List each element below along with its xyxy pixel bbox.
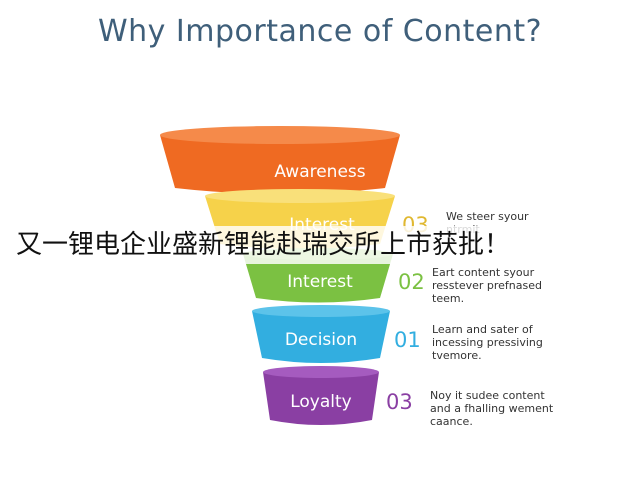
funnel-label-interest: Interest — [287, 272, 353, 292]
overlay-banner — [0, 226, 640, 264]
funnel-level-loyalty: Loyalty — [263, 366, 379, 425]
funnel-segment-top-decision — [252, 305, 390, 317]
description-line: resstever prefnased — [432, 279, 542, 292]
funnel-level-decision: Decision — [252, 305, 390, 363]
overlay-headline: 又一锂电企业盛新锂能赴瑞交所上市获批！ — [16, 230, 511, 260]
funnel-label-decision: Decision — [285, 330, 357, 350]
funnel-label-awareness: Awareness — [274, 162, 365, 182]
funnel-segment-awareness — [160, 126, 400, 194]
funnel-segment-loyalty — [263, 368, 379, 425]
funnel-segment-top-interest-top — [205, 189, 395, 203]
level-number-loyalty: 03 — [386, 390, 413, 414]
description-line: Noy it sudee content — [430, 389, 545, 402]
description-line: Eart content syour — [432, 266, 535, 279]
description-line: We steer syour — [446, 210, 529, 223]
level-number-decision: 01 — [394, 328, 421, 352]
description-line: and a fhalling wement — [430, 402, 554, 415]
funnel-segment-decision — [252, 307, 390, 363]
level-description-loyalty: Noy it sudee content and a fhalling weme… — [430, 389, 553, 428]
description-line: Learn and sater of — [432, 323, 533, 336]
funnel-level-awareness: Awareness — [160, 126, 400, 194]
funnel-segment-top-loyalty — [263, 366, 379, 378]
level-description-decision: Learn and sater of incessing pressiving … — [432, 323, 543, 362]
level-number-interest: 02 — [398, 270, 425, 294]
description-line: incessing pressiving — [432, 336, 543, 349]
funnel-label-loyalty: Loyalty — [290, 392, 352, 412]
description-line: teem. — [432, 292, 465, 305]
description-line: tvemore. — [432, 349, 482, 362]
description-line: caance. — [430, 415, 473, 428]
funnel-segment-top-awareness — [160, 126, 400, 144]
page-title: Why Importance of Content? — [97, 14, 543, 49]
level-description-interest: Eart content syour resstever prefnased t… — [432, 266, 542, 305]
